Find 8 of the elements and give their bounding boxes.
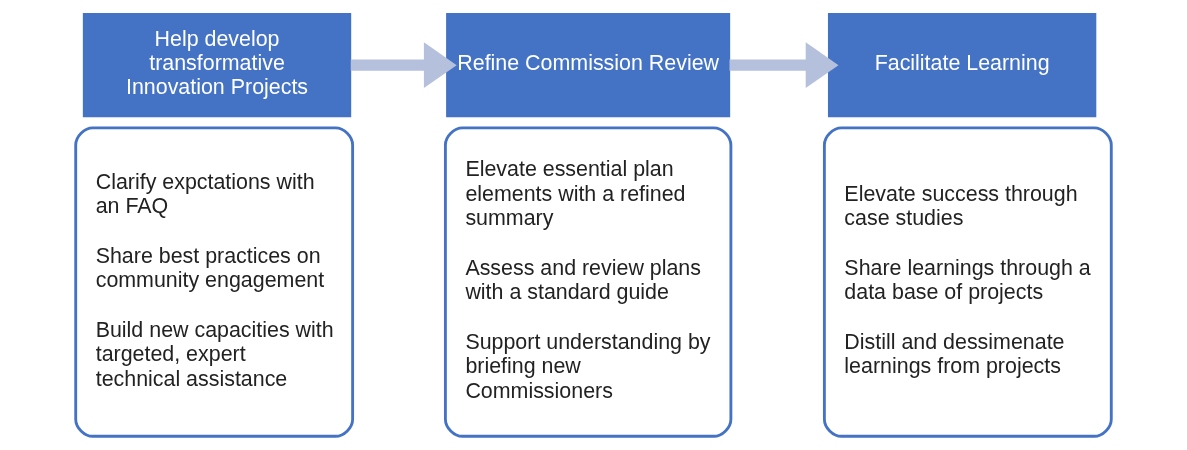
arrow <box>350 42 457 89</box>
node-box: Elevate success through case studies Share learnings through a data base of projects Distill and dessimenate learnings from projects <box>822 126 1113 438</box>
node-box: Help develop transformative Innovation Projects <box>82 13 352 118</box>
arrow <box>729 42 839 89</box>
node-box: Refine Commission Review <box>446 13 731 118</box>
node-box: Clarify expctations with an FAQ Share best practices on community engagement Build new capacities with targeted, expert technical assistance <box>74 126 355 438</box>
node-box: Elevate essential plan elements with a refined summary Assess and review plans with a standard guide Support understanding by briefing new Commissioners <box>444 126 733 438</box>
node-box: Facilitate Learning <box>827 13 1097 118</box>
